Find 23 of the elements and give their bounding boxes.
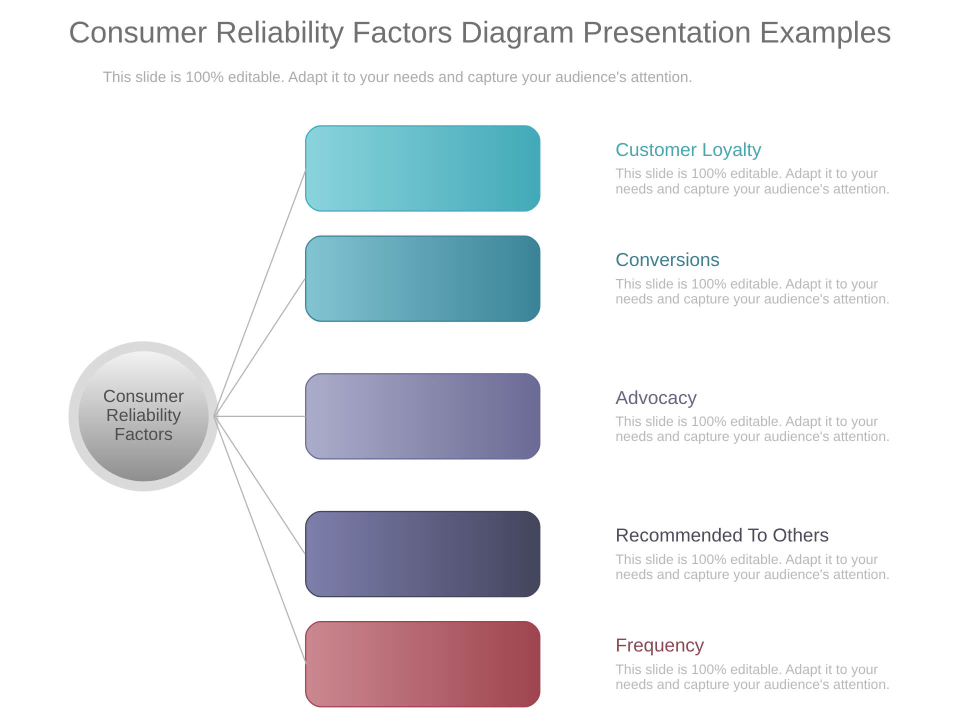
node-label: Conversions bbox=[616, 249, 720, 270]
connector bbox=[213, 416, 307, 664]
label: This slide is 100% editable. Adapt it to your needs and capture your audience's attention. bbox=[102, 69, 693, 86]
node-label: This slide is 100% editable. Adapt it to your needs and capture your audience's attention. bbox=[616, 414, 890, 444]
node-label: Advocacy bbox=[616, 386, 697, 408]
node-label: This slide is 100% editable. Adapt it to your needs and capture your audience's attention. bbox=[616, 166, 890, 196]
node-label: This slide is 100% editable. Adapt it to your needs and capture your audience's attention. bbox=[616, 552, 890, 582]
node-label: This slide is 100% editable. Adapt it to your needs and capture your audience's attention. bbox=[616, 276, 890, 306]
node-box bbox=[305, 373, 540, 460]
node-box bbox=[305, 510, 540, 598]
node-box bbox=[305, 125, 540, 212]
connector bbox=[214, 416, 306, 554]
node-label: This slide is 100% editable. Adapt it to your needs and capture your audience's attention. bbox=[616, 662, 890, 692]
node-box bbox=[305, 235, 540, 322]
node-label: Frequency bbox=[616, 634, 704, 656]
node-circle: Consumer Reliability Factors bbox=[68, 341, 219, 492]
node-label: Recommended To Others bbox=[616, 524, 829, 546]
connector bbox=[214, 416, 306, 417]
node-box bbox=[305, 621, 540, 708]
connector bbox=[213, 168, 307, 417]
connector bbox=[214, 278, 306, 417]
diagram-title: Consumer Reliability Factors Diagram Presentation Examples bbox=[68, 16, 892, 50]
node-label: Customer Loyalty bbox=[616, 138, 762, 160]
